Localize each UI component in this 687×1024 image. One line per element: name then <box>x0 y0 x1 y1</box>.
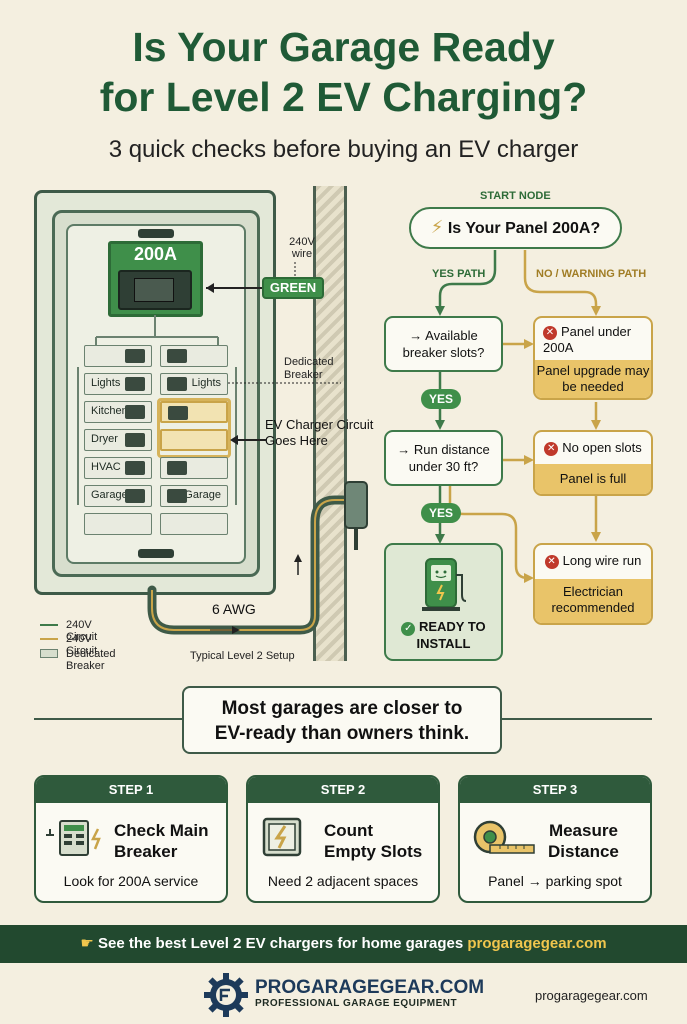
start-node: ⚡ Is Your Panel 200A? <box>409 207 622 249</box>
breaker-left-1: Lights <box>84 373 152 395</box>
breaker-panel-icon <box>46 820 101 856</box>
ev-circuit-label: EV Charger Circuit Goes Here <box>265 417 374 448</box>
ev-charger-icon <box>422 558 467 611</box>
step-1-desc: Look for 200A service <box>63 873 199 889</box>
breaker-blank-left <box>84 345 152 367</box>
footer-url[interactable]: progaragegear.com <box>535 988 648 1003</box>
breaker-left-5: Garage <box>84 485 152 507</box>
error-icon: ✕ <box>544 442 559 456</box>
lightning-icon: ⚡ <box>430 217 444 237</box>
yes-pill-2: YES <box>421 503 461 523</box>
green-tag: GREEN <box>262 277 324 299</box>
flow-connectors <box>435 250 601 583</box>
breaker-left-blank-bottom <box>84 513 152 535</box>
ev-circuit-arrow <box>230 435 266 445</box>
breaker-left-3: Dryer <box>84 429 152 451</box>
error-icon: ✕ <box>543 326 557 340</box>
banner-link[interactable]: progaragegear.com <box>467 935 607 952</box>
dedicated-breaker-label: Dedicated Breaker <box>284 356 334 381</box>
warning-panel-under-200a: ✕Panel under 200A Panel upgrade may be n… <box>533 316 653 400</box>
banner-text: See the best Level 2 EV chargers for hom… <box>98 935 464 952</box>
main-breaker-knob <box>134 278 174 302</box>
step-3-header: STEP 3 <box>460 777 650 803</box>
legend-swatch-green <box>40 624 58 626</box>
awg-label: 6 AWG <box>212 601 256 617</box>
panel-latch-bottom <box>138 549 174 558</box>
green-arrow <box>206 262 296 293</box>
panel-latch-top <box>138 229 174 238</box>
step-1-header: STEP 1 <box>36 777 226 803</box>
step-2-desc: Need 2 adjacent spaces <box>267 873 419 889</box>
gear-logo-icon <box>204 973 248 1017</box>
breaker-blank-right <box>160 345 228 367</box>
ready-node: ✓ READY TO INSTALL <box>384 543 503 661</box>
start-node-label: START NODE <box>480 190 551 202</box>
page-subtitle: 3 quick checks before buying an EV charg… <box>108 136 579 163</box>
callout-box: Most garages are closer to EV-ready than… <box>182 686 502 754</box>
main-breaker-switch <box>118 270 192 310</box>
divider-right <box>502 718 652 720</box>
yes-pill-1: YES <box>421 389 461 409</box>
footer-brand: PROGARAGEGEAR.COM <box>255 977 485 998</box>
breaker-left-2: Kitchen <box>84 401 152 423</box>
tape-measure-icon <box>473 820 535 854</box>
breaker-right-3 <box>160 457 228 479</box>
legend-swatch-breaker <box>40 649 58 658</box>
footer-tagline: PROFESSIONAL GARAGE EQUIPMENT <box>255 998 458 1009</box>
title-line-1: Is Your Garage Ready <box>132 24 555 70</box>
breaker-left-4: HVAC <box>84 457 152 479</box>
breaker-open-slot-1 <box>160 401 228 423</box>
cta-banner[interactable]: ☛ See the best Level 2 EV chargers for h… <box>0 925 687 963</box>
distance-question-node: → Run distance under 30 ft? <box>384 430 503 486</box>
breaker-right-blank-bottom <box>160 513 228 535</box>
error-icon: ✕ <box>544 555 559 569</box>
breaker-right-1: Lights <box>160 373 228 395</box>
start-question: Is Your Panel 200A? <box>447 220 601 237</box>
slots-question-node: → Available breaker slots? <box>384 316 503 372</box>
pointing-hand-icon: ☛ <box>80 935 94 952</box>
divider-left <box>34 718 184 720</box>
panel-bus-wiring <box>77 315 237 505</box>
legend-swatch-gold <box>40 638 58 640</box>
step-3-desc: Panel → parking spot <box>488 873 622 889</box>
wire-label: 240V wire <box>289 236 315 260</box>
callout-line-2: EV-ready than owners think. <box>214 723 470 744</box>
step-2-header: STEP 2 <box>248 777 438 803</box>
dedicated-leader <box>228 382 341 384</box>
breaker-open-slot-2 <box>160 429 228 451</box>
check-icon: ✓ <box>401 622 416 636</box>
title-line-2: for Level 2 EV Charging? <box>99 74 588 120</box>
ev-slot-highlight <box>157 398 231 458</box>
wire-conduit <box>147 481 368 635</box>
page-title: Is Your Garage Ready for Level 2 EV Char… <box>0 22 687 122</box>
breaker-right-4: Garage <box>160 485 228 507</box>
warning-long-wire-run: ✕Long wire run Electrician recommended <box>533 543 653 625</box>
ready-label: ✓ READY TO INSTALL <box>386 619 501 652</box>
main-breaker-label: 200A <box>133 244 178 264</box>
yes-path-label: YES PATH <box>432 268 486 280</box>
no-path-label: NO / WARNING PATH <box>536 268 647 280</box>
setup-label: Typical Level 2 Setup <box>190 650 295 662</box>
warning-no-open-slots: ✕No open slots Panel is full <box>533 430 653 496</box>
callout-line-1: Most garages are closer to <box>221 698 463 719</box>
empty-slot-icon <box>262 817 302 857</box>
